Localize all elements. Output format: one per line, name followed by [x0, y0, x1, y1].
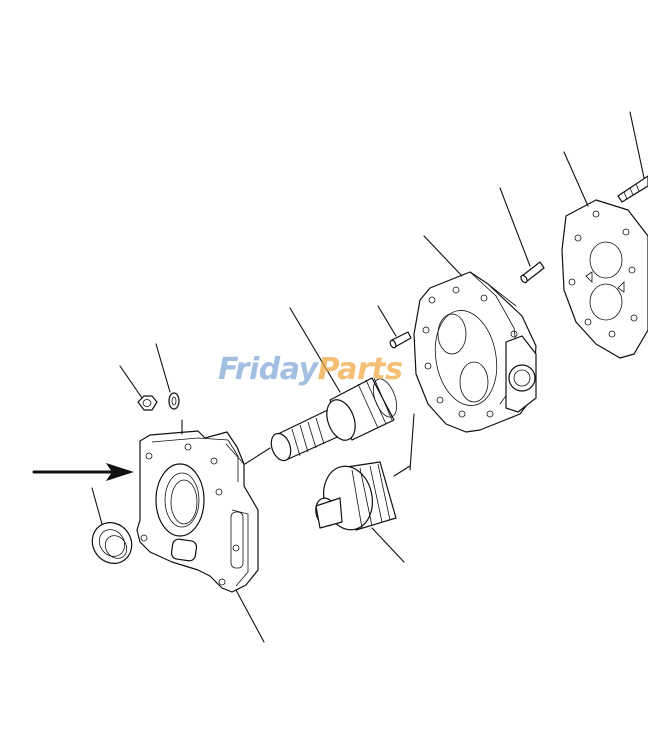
shaft-axis-line	[244, 447, 271, 465]
pump-body-part	[409, 235, 537, 471]
leader-line-rear-cover	[563, 151, 589, 207]
nut-part	[119, 365, 158, 411]
leader-line-drive-gear	[289, 307, 341, 393]
leader-line-dowel-left	[377, 305, 397, 337]
dowel-pin-left-part	[377, 305, 412, 349]
leader-line-front-cover	[235, 589, 265, 643]
leader-line-driven-gear	[371, 527, 405, 563]
body-axis-line	[409, 413, 415, 471]
rear-cover-part	[561, 151, 648, 359]
leader-line-pump-body	[423, 235, 463, 277]
oil-seal-part	[91, 487, 133, 564]
leader-line-bolt	[629, 111, 645, 179]
leader-line-dowel-right	[499, 187, 531, 267]
dowel-pin-right-part	[499, 187, 545, 284]
washer-part	[155, 343, 180, 410]
leader-line-nut	[119, 365, 143, 399]
bolt-part	[617, 111, 648, 203]
leader-line-washer	[155, 343, 171, 393]
leader-line-oil-seal	[91, 487, 103, 525]
driven-gear-part	[315, 461, 411, 563]
direction-arrow	[32, 463, 134, 481]
drive-gear-shaft-part	[270, 307, 398, 462]
front-cover-part	[136, 419, 265, 643]
